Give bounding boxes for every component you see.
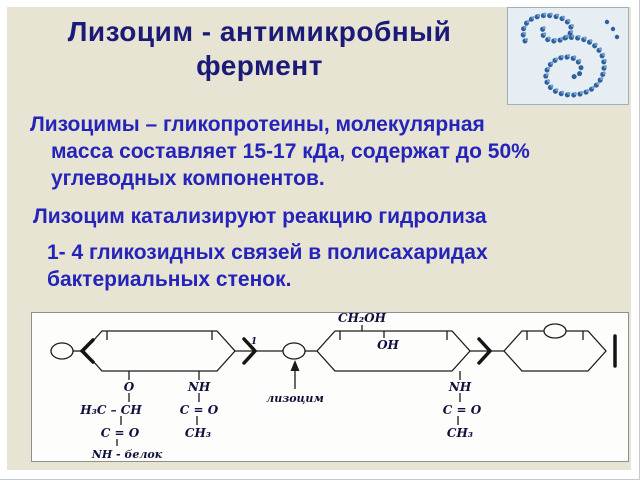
label-c-o-b: C = O [180,403,219,417]
protein-structure-image [507,7,629,105]
arrowhead-icon [290,360,300,371]
label-o: O [124,380,135,394]
label-nh-belok: NH - белок [91,448,163,461]
bond-lines [73,325,607,446]
label-ch3-b: CH₃ [185,426,211,440]
label-linkage-1: 1 [251,337,257,347]
sugar-ring-left [83,330,236,372]
chemical-structure-diagram: CH₂OH OH 1 O NH H₃C – CH C = O NH - бело… [31,312,629,462]
label-nh-right: NH [448,380,472,394]
title-line-1: Лизоцим - антимикробный [67,16,452,47]
paragraph-glycoproteins: Лизоцимы – гликопротеины, молекулярная м… [30,113,530,190]
label-h3c-ch: H₃C – CH [79,403,142,417]
sugar-ring-right [503,330,607,372]
title-line-2: фермент [196,50,323,81]
lysozyme-arrow [290,360,300,389]
page-title: Лизоцим - антимикробный фермент [7,15,512,83]
linkage-marks [79,334,617,368]
label-nh-left: NH [187,380,211,394]
oxygen-ellipses [50,323,567,360]
paragraph-hydrolysis: Лизоцим катализируют реакцию гидролиза [33,205,487,228]
label-ch2oh: CH₂OH [338,313,387,325]
label-lysozyme: лизоцим [266,392,324,405]
paragraph-glycosidic-bonds: 1- 4 гликозидных связей в полисахаридах … [47,241,488,291]
label-c-o-right: C = O [443,403,482,417]
slide-background: Лизоцим - антимикробный фермент [7,7,631,470]
label-oh: OH [377,338,399,352]
label-ch3-right: CH₃ [447,426,473,440]
sugar-ring-middle [316,330,471,372]
label-c-o-a: C = O [101,426,140,440]
